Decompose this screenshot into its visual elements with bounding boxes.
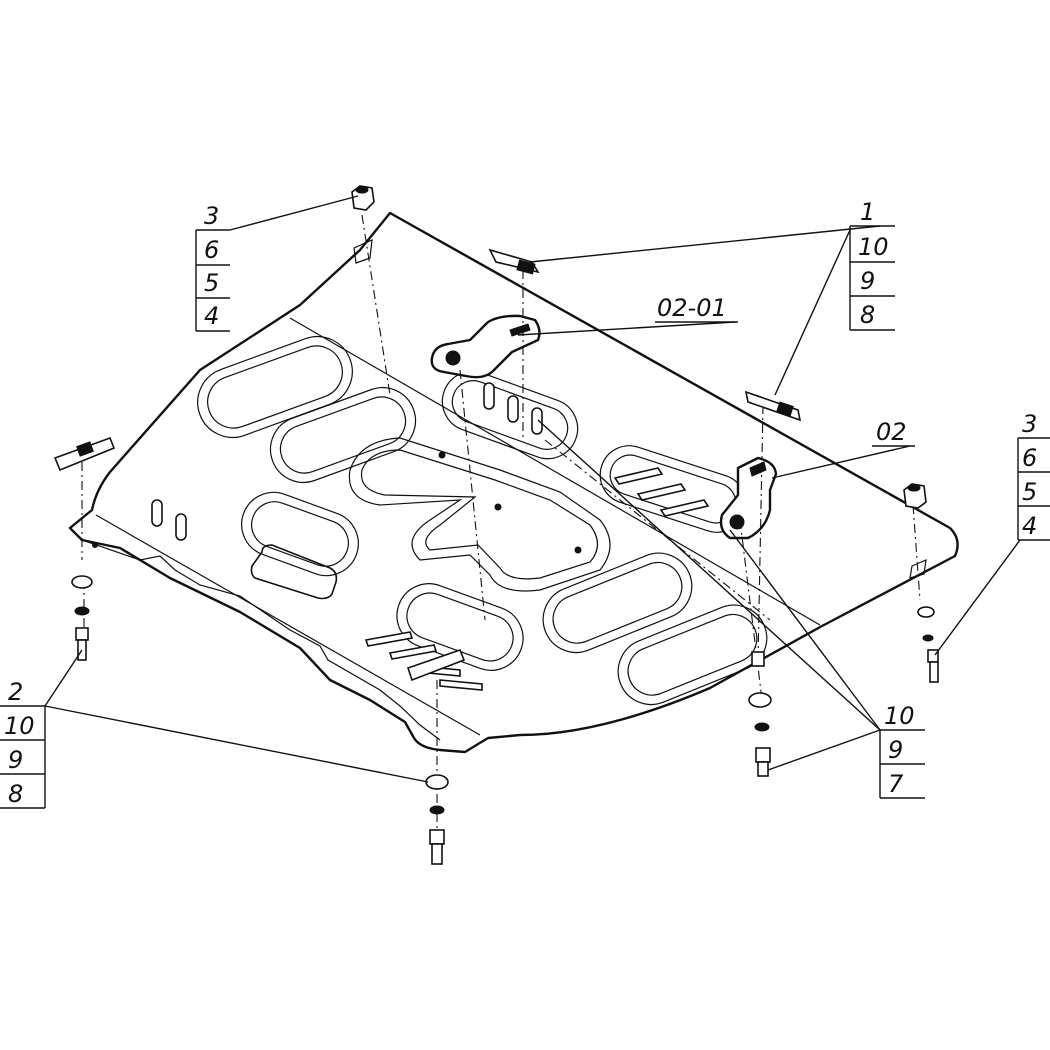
callout-right-3: 5 <box>1022 478 1037 506</box>
callout-part-02: 02 <box>872 418 915 447</box>
callout-bottom-right: 10 9 7 <box>879 702 925 799</box>
callout-bottom-right-3: 7 <box>888 770 904 798</box>
bolt-stack-center <box>425 774 449 865</box>
callout-bottom-left-4: 8 <box>8 780 23 808</box>
opening-2 <box>269 387 417 483</box>
leader-lines <box>44 195 1021 783</box>
bolt-stack-left <box>71 575 93 661</box>
callout-right-4: 4 <box>1022 512 1037 540</box>
bracket-02-01 <box>430 314 541 379</box>
callout-bottom-left-3: 9 <box>8 746 23 774</box>
bolt-stack-far-right <box>917 606 939 683</box>
callout-part-02-01: 02-01 <box>655 294 738 323</box>
skid-plate <box>68 211 959 754</box>
opening-5-square <box>250 544 338 600</box>
label-02: 02 <box>876 418 907 446</box>
opening-1 <box>197 336 353 438</box>
callout-top-right: 1 10 9 8 <box>849 198 895 331</box>
callout-right: 3 6 5 4 <box>1017 410 1050 541</box>
opening-9-upper <box>441 370 579 460</box>
plate-bottom <box>406 648 466 682</box>
callout-bottom-right-1: 10 <box>884 702 915 730</box>
slots <box>92 382 710 691</box>
callout-bottom-left-2: 10 <box>4 712 35 740</box>
callout-top-right-2: 10 <box>858 233 889 261</box>
hardware <box>53 185 939 865</box>
cage-nut-top-left <box>351 185 375 211</box>
bolt-stack-right <box>748 651 772 777</box>
callout-right-1: 3 <box>1022 410 1037 438</box>
callout-bottom-left-1: 2 <box>8 678 23 706</box>
opening-7 <box>542 552 693 654</box>
callout-bottom-left: 2 10 9 8 <box>0 678 46 809</box>
callout-top-left-1: 3 <box>204 202 219 230</box>
callout-top-left-2: 6 <box>204 236 219 264</box>
installation-lines <box>81 214 921 850</box>
callout-top-left-4: 4 <box>204 302 219 330</box>
callout-bottom-right-2: 9 <box>888 736 903 764</box>
callout-top-right-3: 9 <box>860 267 875 295</box>
label-02-01: 02-01 <box>657 294 727 322</box>
callout-top-right-1: 1 <box>860 198 875 226</box>
opening-3-channel <box>348 437 611 592</box>
opening-4 <box>241 491 359 577</box>
cage-nut-right <box>903 483 927 509</box>
callout-top-left-3: 5 <box>204 269 219 297</box>
callout-top-left: 3 6 5 4 <box>195 202 230 332</box>
callout-top-right-4: 8 <box>860 301 875 329</box>
plate-openings <box>197 336 768 706</box>
callout-right-2: 6 <box>1022 444 1037 472</box>
